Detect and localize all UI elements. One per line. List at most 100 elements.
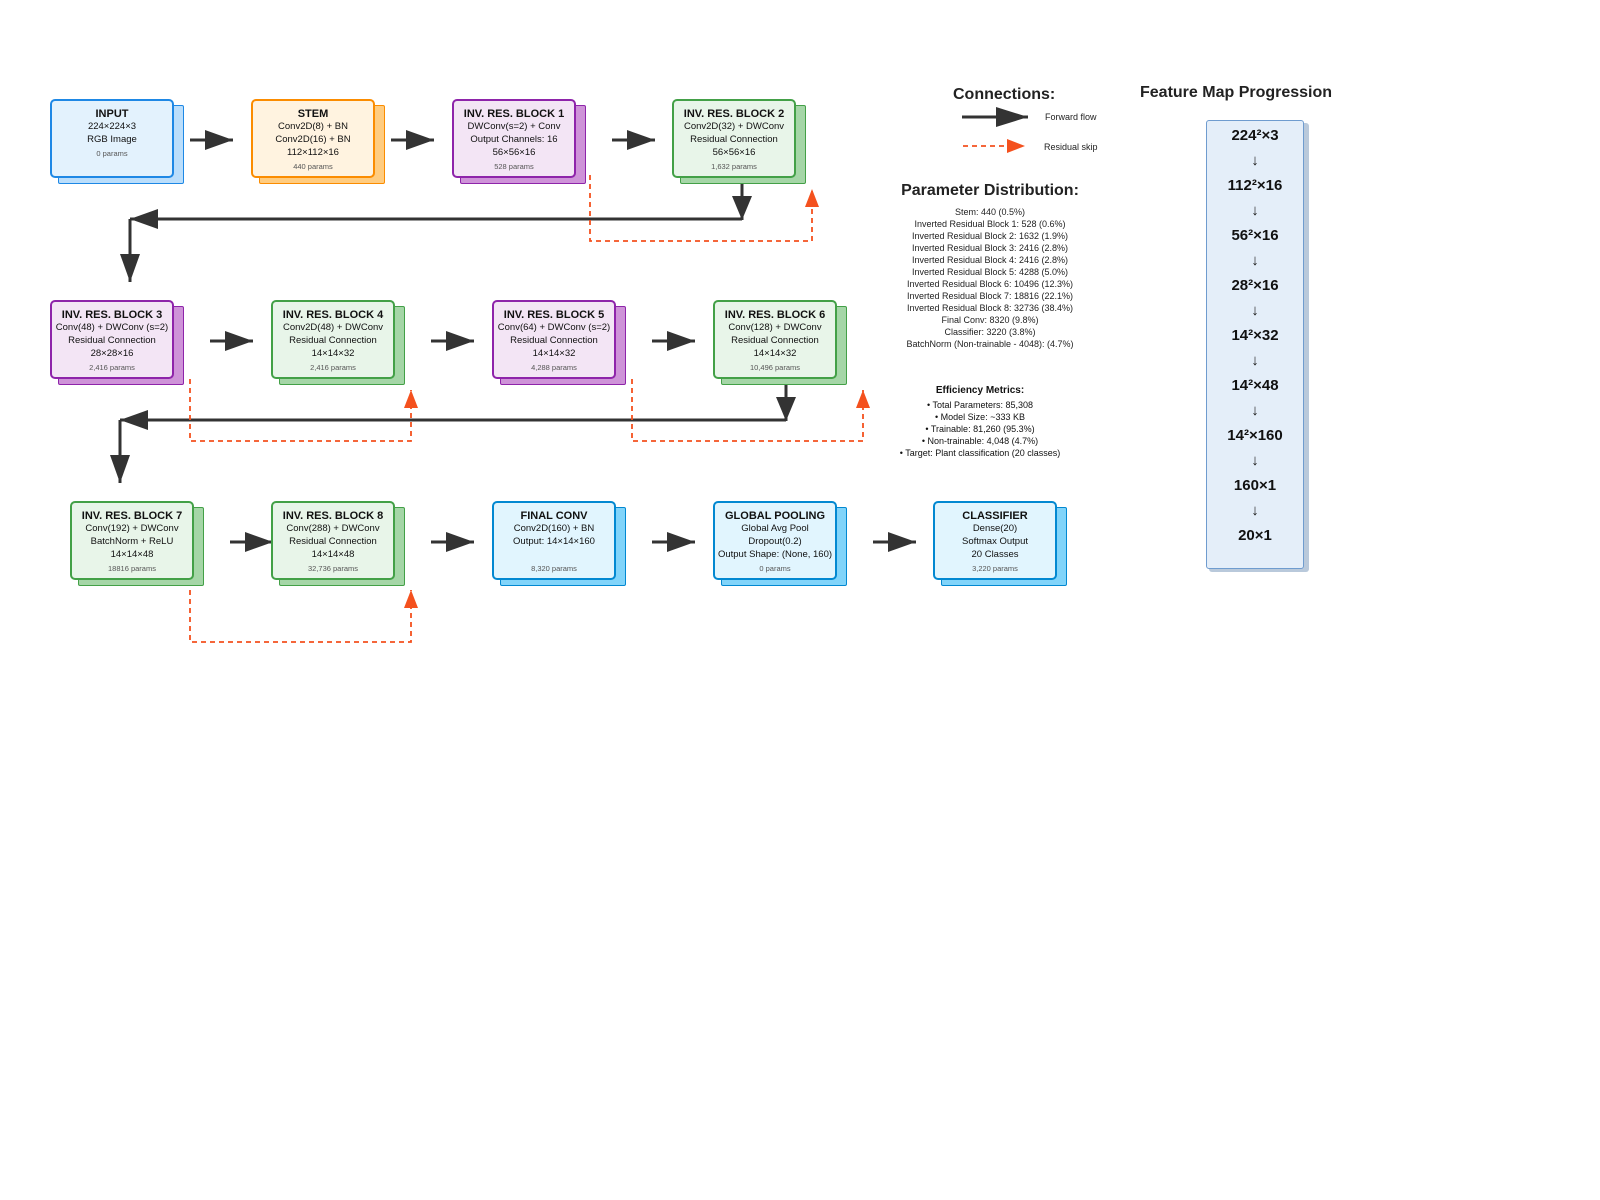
block-title: INV. RES. BLOCK 6 — [724, 309, 826, 321]
block-params: 4,288 params — [531, 363, 577, 372]
block-detail-line: Residual Connection — [690, 134, 778, 145]
block-detail-line: Conv(288) + DWConv — [286, 523, 380, 534]
block-detail-line: Conv2D(8) + BN — [278, 121, 348, 132]
block-detail-line: BatchNorm + ReLU — [90, 536, 174, 547]
block-detail-line: 14×14×48 — [311, 549, 355, 560]
block-title: STEM — [297, 108, 329, 120]
block-detail-line: Output: 14×14×160 — [513, 536, 595, 547]
block-detail-line: Conv(128) + DWConv — [728, 322, 822, 333]
legend-forward-sample-head — [996, 107, 1028, 127]
block-title: INV. RES. BLOCK 3 — [61, 309, 163, 321]
feature-map-item: 20×1 — [1238, 527, 1272, 544]
efficiency-metrics: Efficiency Metrics: • Total Parameters: … — [880, 385, 1080, 459]
forward-arrow-head — [446, 331, 474, 351]
parameter-distribution-item: Inverted Residual Block 4: 2416 (2.8%) — [911, 255, 1069, 265]
parameter-distribution-item: Inverted Residual Block 7: 18816 (22.1%) — [906, 291, 1074, 301]
block-detail-line: Residual Connection — [510, 335, 598, 346]
efficiency-metrics-title: Efficiency Metrics: — [935, 385, 1025, 396]
feature-map-item: 14²×160 — [1227, 427, 1283, 444]
block-detail-line: Conv2D(48) + DWConv — [282, 322, 384, 333]
parameter-distribution-item: Classifier: 3220 (3.8%) — [944, 327, 1036, 337]
block-detail-line: Output Channels: 16 — [470, 134, 558, 145]
forward-arrow-head — [406, 130, 434, 150]
block-detail-line — [494, 548, 614, 561]
wrap-arrow-left-head — [120, 410, 148, 430]
block-title: INV. RES. BLOCK 1 — [463, 108, 565, 120]
block-title: FINAL CONV — [520, 510, 588, 522]
efficiency-metric-item: • Trainable: 81,260 (95.3%) — [925, 424, 1035, 434]
block-detail-line: 56×56×16 — [492, 147, 536, 158]
forward-arrow-head — [245, 532, 273, 552]
block-detail-line: Residual Connection — [68, 335, 156, 346]
block-detail-line: 20 Classes — [971, 549, 1019, 560]
block-detail-line: Dropout(0.2) — [748, 536, 802, 547]
wrap-arrow-down-head — [120, 254, 140, 282]
block-detail-line: DWConv(s=2) + Conv — [467, 121, 561, 132]
efficiency-metric-item: • Target: Plant classification (20 class… — [899, 448, 1061, 458]
feature-map-item: 28²×16 — [1231, 277, 1279, 294]
block-detail-line: Conv2D(32) + DWConv — [683, 121, 785, 132]
block-params: 2,416 params — [310, 363, 356, 372]
legend-residual-sample-head — [1007, 139, 1025, 153]
parameter-distribution-item: Final Conv: 8320 (9.8%) — [941, 315, 1039, 325]
efficiency-metrics-list: • Total Parameters: 85,308• Model Size: … — [880, 399, 1080, 459]
block-detail-line: 56×56×16 — [712, 147, 756, 158]
down-arrow-icon: ↓ — [1251, 202, 1259, 219]
block-params: 10,496 params — [749, 363, 801, 372]
block-detail-line: Conv(192) + DWConv — [85, 523, 179, 534]
block-detail-line: 28×28×16 — [90, 348, 134, 359]
block-detail-line: Conv(64) + DWConv (s=2) — [497, 322, 611, 333]
wrap-arrow-down-head — [732, 196, 752, 220]
down-arrow-icon: ↓ — [1251, 152, 1259, 169]
parameter-distribution-item: BatchNorm (Non-trainable - 4048): (4.7%) — [906, 339, 1074, 349]
feature-map-item: 224²×3 — [1231, 127, 1279, 144]
parameter-distribution-item: Stem: 440 (0.5%) — [954, 207, 1026, 217]
block-title: INV. RES. BLOCK 8 — [282, 510, 384, 522]
block-params: 528 params — [494, 162, 534, 171]
efficiency-metric-item: • Total Parameters: 85,308 — [926, 400, 1034, 410]
parameter-distribution-item: Inverted Residual Block 5: 4288 (5.0%) — [911, 267, 1069, 277]
block-detail-line: Residual Connection — [289, 536, 377, 547]
forward-arrow-head — [888, 532, 916, 552]
parameter-distribution-list: Stem: 440 (0.5%) Inverted Residual Block … — [890, 206, 1090, 350]
wrap-arrow-left-head — [130, 209, 158, 229]
forward-arrow-head — [446, 532, 474, 552]
block-detail-line: Conv(48) + DWConv (s=2) — [55, 322, 169, 333]
block-title: INV. RES. BLOCK 4 — [282, 309, 384, 321]
block-params: 32,736 params — [307, 564, 359, 573]
feature-map-item: 112²×16 — [1227, 177, 1283, 194]
forward-arrow-head — [225, 331, 253, 351]
parameter-distribution-item: Inverted Residual Block 6: 10496 (12.3%) — [906, 279, 1074, 289]
block-params: 0 params — [759, 564, 791, 573]
forward-arrow-head — [667, 331, 695, 351]
block-detail-line: 14×14×32 — [753, 348, 797, 359]
block-detail-line: Softmax Output — [961, 536, 1028, 547]
feature-map-item: 160×1 — [1233, 477, 1277, 494]
down-arrow-icon: ↓ — [1251, 402, 1259, 419]
block-params: 1,632 params — [711, 162, 757, 171]
